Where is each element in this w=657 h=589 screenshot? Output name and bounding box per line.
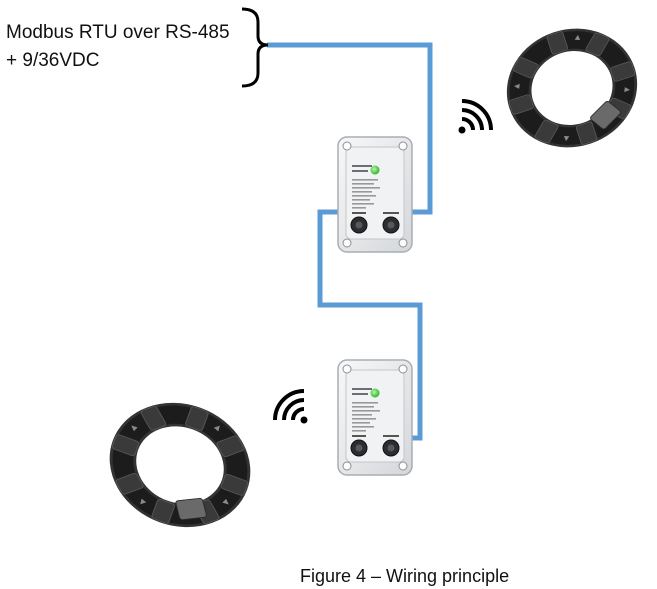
- supply-label-line2: + 9/36VDC: [6, 50, 100, 71]
- wireless-signal-icon: [458, 99, 493, 134]
- wireless-signal-icon: [273, 389, 308, 424]
- cable-top-to-bottom: [317, 209, 423, 441]
- brace-icon: [241, 7, 269, 88]
- interface-box-top: [337, 136, 413, 253]
- sensor-ring-icon: [493, 14, 651, 163]
- figure-caption: Figure 4 – Wiring principle: [300, 566, 510, 586]
- interface-box-bottom: [337, 359, 413, 476]
- status-led: [370, 388, 380, 398]
- status-led: [370, 165, 380, 175]
- sensor-ring-icon: [94, 385, 266, 545]
- supply-label-line1: Modbus RTU over RS-485: [6, 22, 230, 43]
